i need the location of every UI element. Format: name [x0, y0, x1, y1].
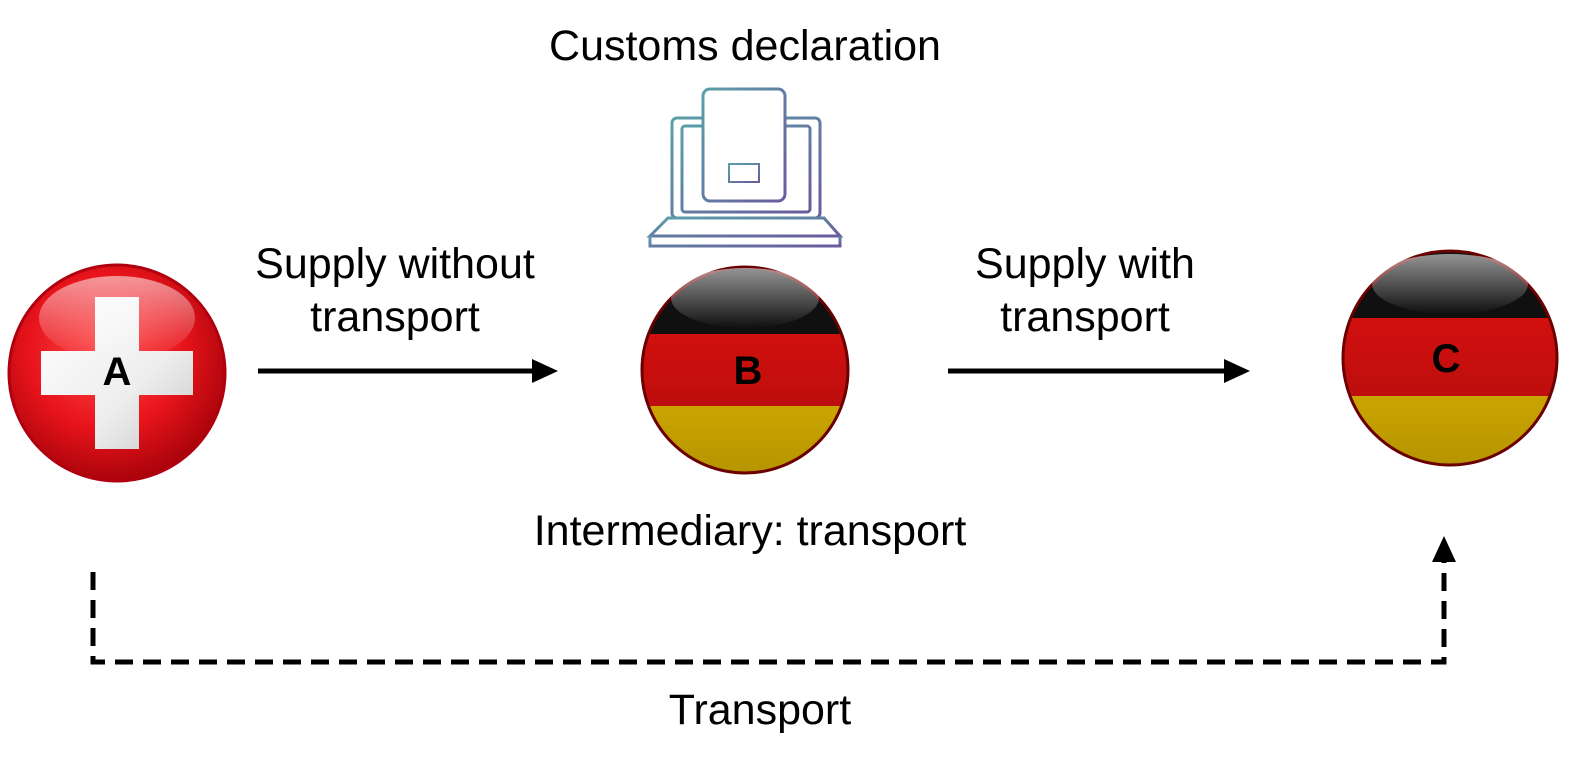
laptop-document-icon [646, 87, 844, 248]
node-b-letter: B [734, 349, 763, 393]
node-a: A [7, 263, 227, 483]
customs-declaration-label: Customs declaration [549, 22, 941, 70]
supply-with-transport-label: Supply with transport [975, 240, 1195, 341]
supply-without-transport-label: Supply without transport [255, 240, 535, 341]
node-c: C [1341, 249, 1559, 467]
node-b: B [640, 265, 850, 475]
arrow-b-to-c [948, 359, 1250, 383]
node-c-letter: C [1432, 337, 1461, 381]
intermediary-label: Intermediary: transport [533, 507, 967, 555]
switzerland-flag-icon [7, 263, 227, 483]
node-a-letter: A [103, 350, 132, 394]
dashed-transport-arrow [90, 536, 1456, 665]
transport-label: Transport [668, 686, 852, 734]
arrow-a-to-b [258, 359, 558, 383]
